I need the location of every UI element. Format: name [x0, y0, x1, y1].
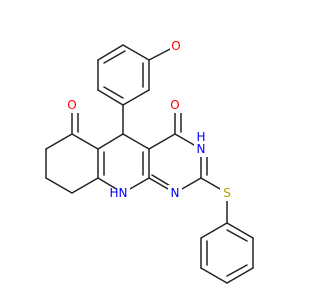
amide-hydrogen-label: H [196, 130, 205, 144]
bond [148, 133, 176, 150]
bond [122, 44, 150, 61]
bond [71, 133, 99, 150]
molecule-structure-diagram: O O O N H N N H S [45, 38, 254, 284]
amine-nitrogen-label: N [119, 186, 128, 200]
bonds [45, 44, 254, 284]
bond [103, 50, 126, 64]
amide-nitrogen-label: N [197, 142, 206, 156]
amide-oxygen-label: O [170, 98, 179, 112]
bond [97, 44, 124, 61]
bond [226, 229, 248, 242]
bond [45, 177, 73, 194]
bond [200, 222, 228, 239]
bond [226, 222, 254, 239]
atom-labels: O O O N H N N H S [65, 38, 234, 201]
bond [122, 89, 150, 106]
pyrimidine-nitrogen-label: N [171, 186, 180, 200]
bond [226, 267, 254, 284]
sulfur-label: S [223, 186, 231, 200]
bond [45, 133, 73, 150]
ketone-oxygen-label: O [67, 98, 76, 112]
bond [97, 89, 124, 106]
bond [226, 264, 248, 277]
methoxy-oxygen-label: O [171, 39, 180, 53]
bond [122, 133, 150, 150]
bond [97, 133, 124, 150]
amine-hydrogen-label: H [109, 186, 118, 200]
bond [103, 86, 124, 99]
bond [200, 267, 228, 284]
bond [71, 177, 99, 194]
